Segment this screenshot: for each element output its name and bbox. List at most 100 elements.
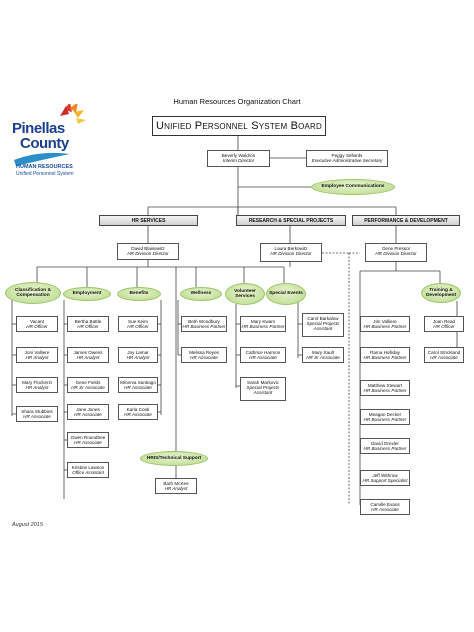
- logo-line3: HUMAN RESOURCES: [16, 164, 73, 170]
- person-title: HR Officer: [77, 323, 99, 329]
- person-name: Carol Barkalow: [307, 315, 339, 321]
- volunteer-services-oval: Volunteer Services: [225, 283, 265, 305]
- staff-box: Gene Fields HR Sr Associate: [67, 377, 109, 393]
- benefits-oval: Benefits: [117, 287, 161, 301]
- wellness-oval: Wellness: [180, 287, 222, 301]
- person-name: Matthew Stewart: [367, 382, 403, 388]
- person-title: HR Associate: [249, 354, 277, 360]
- person-name: Mary Kwam: [250, 318, 276, 324]
- person-name: Camille Evans: [370, 501, 400, 507]
- person-title: HR Associate: [74, 411, 102, 417]
- hris-technical-support-oval: HRIS/Technical Support: [140, 451, 208, 466]
- staff-box: Meagan Decker HR Business Partner: [360, 409, 410, 425]
- staff-box: Rama Holliday HR Business Partner: [360, 347, 410, 363]
- person-title: HR Business Partner: [363, 445, 407, 451]
- person-title: HR Sr Associate: [306, 354, 340, 360]
- staff-box: Vacant HR Officer: [16, 316, 58, 332]
- person-title: HR Division Director: [127, 250, 169, 256]
- person-name: Jim Valliere: [373, 318, 397, 324]
- person-name: Karla Cook: [126, 406, 150, 412]
- chart-title: Human Resources Organization Chart: [173, 97, 301, 106]
- staff-box: Shara Stubbins HR Associate: [16, 406, 58, 422]
- person-title: HR Associate: [371, 506, 399, 512]
- person-title: HR Associate: [74, 439, 102, 445]
- staff-box: Joan Read HR Officer: [424, 316, 464, 332]
- person-name: Beth Woodbury: [188, 318, 220, 324]
- person-title: HR Associate: [124, 384, 152, 390]
- staff-box: Melissa Reyes HR Associate: [181, 347, 227, 363]
- hr-division-director-box: David Blaisewitz HR Division Director: [117, 243, 179, 260]
- staff-box: Jim Valliere HR Business Partner: [360, 316, 410, 332]
- staff-box: Bertha Battle HR Officer: [67, 316, 109, 332]
- person-title: HR Analyst: [126, 354, 150, 360]
- person-name: Joy Lamar: [127, 349, 149, 355]
- person-name: Shara Stubbins: [21, 408, 53, 414]
- pd-division-director-box: Gene Pressor HR Division Director: [365, 243, 427, 262]
- staff-box: Carol Strickland HR Associate: [424, 347, 464, 363]
- person-name: Jeff Withrow: [372, 472, 398, 478]
- person-name: Gene Pressor: [381, 245, 411, 251]
- staff-box: Cathrice Harmon HR Associate: [240, 347, 286, 363]
- rsp-division-director-box: Laura Berkowitz HR Division Director: [260, 243, 322, 262]
- staff-box: James Owens HR Analyst: [67, 347, 109, 363]
- person-title: HR Associate: [430, 354, 458, 360]
- person-name: Minerva Santiago: [120, 379, 156, 385]
- person-name: David Blaisewitz: [131, 245, 165, 251]
- special-events-oval: Special Events: [266, 283, 306, 305]
- division-hr-services: HR SERVICES: [99, 215, 198, 226]
- person-name: Rama Holliday: [370, 349, 400, 355]
- staff-box: Carol Barkalow Special Projects Assistan…: [302, 313, 344, 337]
- person-name: Jane Jones: [76, 406, 100, 412]
- staff-box: Mary Flockerzi HR Analyst: [16, 377, 58, 393]
- person-title: HR Officer: [26, 323, 48, 329]
- director-box: Beverly Waldron Interim Director: [207, 150, 270, 167]
- staff-box: Jeff Withrow HR Support Specialist: [360, 470, 410, 486]
- person-name: Carol Strickland: [427, 349, 461, 355]
- training-development-oval: Training & Development: [421, 283, 461, 303]
- staff-box: Matthew Stewart HR Business Partner: [360, 380, 410, 396]
- person-name: Melissa Reyes: [189, 349, 219, 355]
- employee-communications-oval: Employee Communications: [311, 179, 395, 195]
- person-title: HR Officer: [127, 323, 149, 329]
- staff-box: Jane Jones HR Associate: [67, 404, 109, 420]
- person-title: HR Business Partner: [241, 323, 285, 329]
- staff-box: Beth Woodbury HR Business Partner: [181, 316, 227, 332]
- person-title: Office Assistant: [72, 469, 104, 475]
- staff-box: Joni Valliere HR Analyst: [16, 347, 58, 363]
- person-name: James Owens: [73, 349, 103, 355]
- division-performance-development: PERFORMANCE & DEVELOPMENT: [352, 215, 460, 226]
- person-name: Mary Flockerzi: [22, 379, 52, 385]
- person-name: Laura Berkowitz: [274, 245, 308, 251]
- person-title: HR Business Partner: [363, 416, 407, 422]
- sun-logo-icon: [14, 104, 86, 166]
- staff-box: Kristine Lawson Office Assistant: [67, 462, 109, 478]
- person-name: Mary Sault: [312, 349, 334, 355]
- person-name: Barb McKee: [163, 480, 189, 486]
- person-name: Beverly Waldron: [221, 152, 256, 158]
- division-research-special-projects: RESEARCH & SPECIAL PROJECTS: [236, 215, 346, 226]
- person-name: Sue Keim: [128, 318, 148, 324]
- person-name: Joni Valliere: [24, 349, 50, 355]
- person-title: Special Projects Assistant: [246, 384, 280, 396]
- person-title: HR Officer: [433, 323, 455, 329]
- assistant-box: Peggy Sellards Executive Administrative …: [306, 150, 388, 167]
- staff-box: Sarah Markovic Special Projects Assistan…: [240, 377, 286, 401]
- person-title: Interim Director: [222, 157, 255, 163]
- staff-box: Sue Keim HR Officer: [118, 316, 158, 332]
- person-name: Sarah Markovic: [247, 379, 279, 385]
- person-title: HR Analyst: [25, 384, 49, 390]
- person-title: HR Division Director: [270, 250, 312, 256]
- staff-box: Minerva Santiago HR Associate: [118, 377, 158, 393]
- logo-line1: Pinellas: [12, 120, 65, 137]
- logo-line4: Unified Personnel System: [16, 171, 74, 177]
- classification-compensation-oval: Classification & Compensation: [5, 282, 61, 304]
- board-box: Unified Personnel System Board: [152, 116, 326, 136]
- person-name: David Drexler: [371, 440, 399, 446]
- staff-box: Camille Evans HR Associate: [360, 499, 410, 515]
- person-name: Peggy Sellards: [331, 152, 363, 158]
- person-title: HR Business Partner: [363, 323, 407, 329]
- person-name: Cathrice Harmon: [245, 349, 281, 355]
- person-name: Gene Fields: [75, 379, 101, 385]
- person-title: HR Business Partner: [182, 323, 226, 329]
- person-title: Executive Administrative Secretary: [311, 157, 383, 163]
